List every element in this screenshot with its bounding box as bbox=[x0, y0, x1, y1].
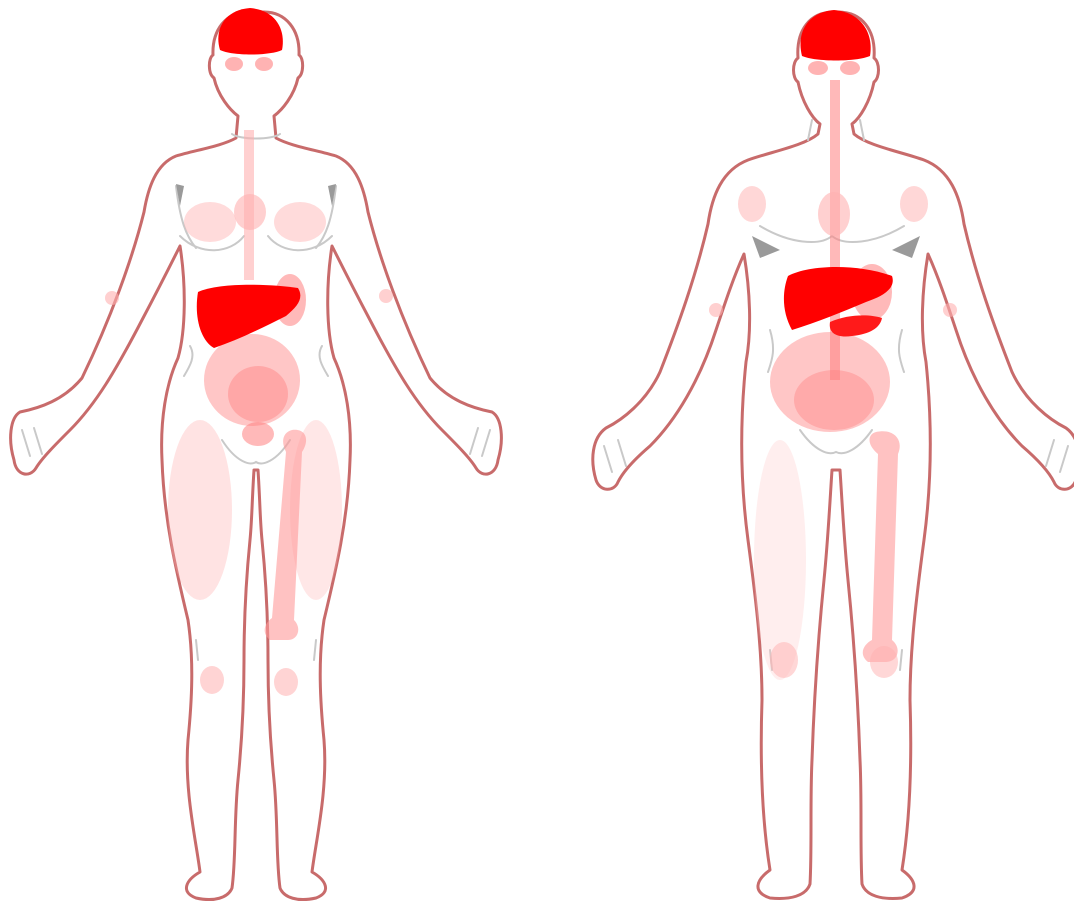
female-body-outline bbox=[11, 12, 502, 900]
female-heart bbox=[234, 194, 266, 230]
female-bladder bbox=[242, 422, 274, 446]
male-shoulder-right bbox=[900, 186, 928, 222]
male-intestines-core bbox=[794, 370, 874, 430]
male-shoulder-left bbox=[738, 186, 766, 222]
female-knee-right bbox=[274, 668, 298, 696]
female-breast-left bbox=[184, 202, 236, 242]
male-eye-right bbox=[840, 61, 860, 75]
female-knee-left bbox=[200, 666, 224, 694]
female-figure bbox=[11, 8, 502, 900]
female-elbow-right bbox=[379, 289, 393, 303]
male-knee-left bbox=[770, 642, 798, 678]
female-intestines-core bbox=[228, 366, 288, 422]
female-eye-left bbox=[225, 57, 243, 71]
male-figure bbox=[593, 10, 1074, 898]
male-heart bbox=[818, 192, 850, 236]
female-skin-legs bbox=[168, 420, 232, 600]
male-knee-right bbox=[870, 646, 898, 678]
female-elbow-left bbox=[105, 291, 119, 305]
male-eye-left bbox=[808, 61, 828, 75]
female-breast-right bbox=[274, 202, 326, 242]
female-eye-right bbox=[255, 57, 273, 71]
male-elbow-right bbox=[943, 303, 957, 317]
male-elbow-left bbox=[709, 303, 723, 317]
